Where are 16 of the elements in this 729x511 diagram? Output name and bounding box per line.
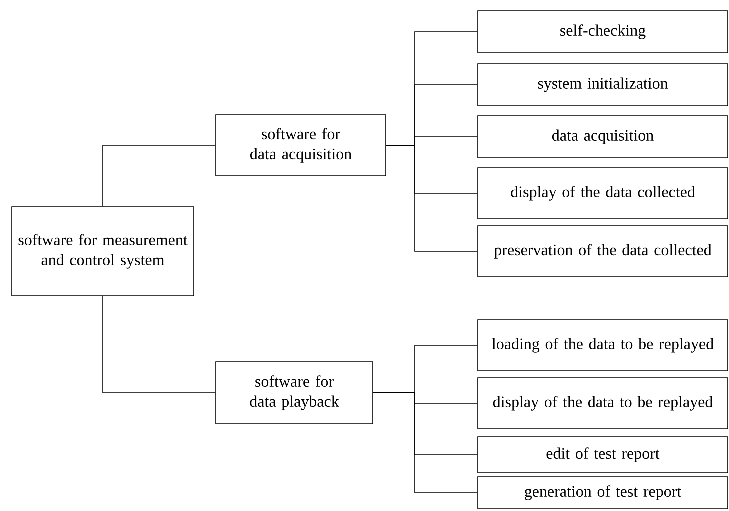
leaf-box: preservation of the data collected: [478, 226, 728, 278]
leaf-box: data acquisition: [478, 116, 728, 158]
root-box: software for measurement and control system: [12, 206, 194, 296]
leaf-box: display of the data to be replayed: [478, 378, 728, 430]
branch-box: software for data playback: [216, 362, 374, 424]
connector-line: [102, 296, 216, 394]
leaf-box: generation of test report: [478, 476, 728, 510]
leaf-box: edit of test report: [478, 436, 728, 474]
connector-line: [386, 145, 478, 252]
leaf-box: self-checking: [478, 10, 728, 54]
leaf-box: system initialization: [478, 64, 728, 106]
leaf-box: loading of the data to be replayed: [478, 320, 728, 372]
connector-line: [373, 392, 478, 494]
leaf-box: display of the data collected: [478, 168, 728, 220]
connector-line: [102, 145, 216, 207]
branch-box: software for data acquisition: [216, 114, 386, 176]
